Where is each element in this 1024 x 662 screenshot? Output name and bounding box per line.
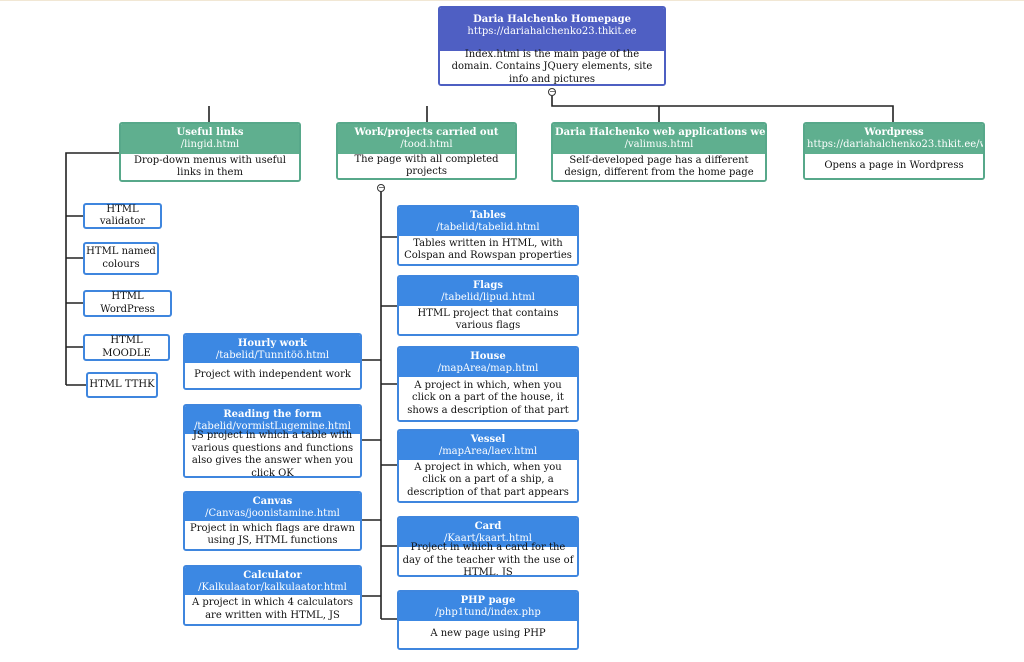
collapse-icon[interactable]: − [377,183,385,192]
collapse-icon[interactable]: − [548,87,556,96]
branch-description: Self-developed page has a different desi… [553,154,765,180]
project-url: /Canvas/joonistamine.html [205,508,340,519]
project-description: Project in which a card for the day of t… [399,542,577,575]
project-url: /tabelid/lipud.html [441,292,535,303]
project-header: Calculator /Kalkulaator/kalkulaator.html [185,567,360,595]
project-title: Canvas [252,496,293,507]
branch-description: The page with all completed projects [338,154,515,178]
project-url: /tabelid/tabelid.html [436,222,540,233]
project-header: PHP page /php1tund/index.php [399,592,577,621]
branch-url: /valimus.html [624,139,694,150]
project-description: JS project in which a table with various… [185,430,360,476]
project-calculator[interactable]: Calculator /Kalkulaator/kalkulaator.html… [183,565,362,626]
root-header: Daria Halchenko Homepage https://dariaha… [440,8,664,51]
project-title: Calculator [243,570,302,581]
branch-header: Useful links /lingid.html [121,124,299,154]
branch-header: Wordpress https://dariahalchenko23.thkit… [805,124,983,154]
branch-web-applications[interactable]: Daria Halchenko web applications website… [551,122,767,182]
project-description: HTML project that contains various flags [399,306,577,334]
project-description: Project with independent work [185,363,360,388]
project-flags[interactable]: Flags /tabelid/lipud.html HTML project t… [397,275,579,336]
branch-title: Work/projects carried out [354,127,499,138]
root-url: https://dariahalchenko23.thkit.ee [467,26,637,37]
branch-title: Useful links [176,127,244,138]
root-node[interactable]: Daria Halchenko Homepage https://dariaha… [438,6,666,86]
project-card[interactable]: Card /Kaart/kaart.html Project in which … [397,516,579,577]
project-house[interactable]: House /mapArea/map.html A project in whi… [397,346,579,422]
project-description: A project in which, when you click on a … [399,377,577,420]
project-title: Tables [470,210,506,221]
link-leaf[interactable]: HTML TTHK [86,372,158,398]
branch-title: Wordpress [864,127,924,138]
project-title: Card [474,521,502,532]
project-header: Vessel /mapArea/laev.html [399,431,577,460]
project-header: Tables /tabelid/tabelid.html [399,207,577,236]
top-divider [0,0,1024,1]
project-description: A project in which, when you click on a … [399,460,577,501]
branch-url: https://dariahalchenko23.thkit.ee/wp/ [807,139,985,150]
project-title: House [470,351,506,362]
project-canvas[interactable]: Canvas /Canvas/joonistamine.html Project… [183,491,362,551]
project-url: /tabelid/vormistLugemine.html [194,421,351,432]
project-url: /mapArea/map.html [437,363,539,374]
project-tables[interactable]: Tables /tabelid/tabelid.html Tables writ… [397,205,579,266]
project-url: /tabelid/Tunnitöö.html [215,350,330,361]
link-leaf[interactable]: HTML named colours [83,242,159,275]
project-url: /Kalkulaator/kalkulaator.html [198,582,347,593]
project-header: House /mapArea/map.html [399,348,577,377]
project-title: Vessel [470,434,506,445]
root-description: Index.html is the main page of the domai… [440,49,664,84]
project-title: PHP page [460,595,516,606]
project-description: Tables written in HTML, with Colspan and… [399,236,577,264]
branch-description: Opens a page in Wordpress [805,154,983,178]
project-title: Flags [473,280,503,291]
project-header: Flags /tabelid/lipud.html [399,277,577,306]
branch-header: Work/projects carried out /tood.html [338,124,515,154]
project-header: Canvas /Canvas/joonistamine.html [185,493,360,521]
link-leaf[interactable]: HTML MOODLE [83,334,170,361]
root-title: Daria Halchenko Homepage [473,14,631,25]
branch-description: Drop-down menus with useful links in the… [121,154,299,180]
branch-wordpress[interactable]: Wordpress https://dariahalchenko23.thkit… [803,122,985,180]
project-description: Project in which flags are drawn using J… [185,521,360,549]
project-title: Hourly work [237,338,308,349]
branch-title: Daria Halchenko web applications website [555,127,766,138]
project-header: Card /Kaart/kaart.html [399,518,577,547]
project-description: A new page using PHP [399,621,577,648]
project-url: /php1tund/index.php [435,607,541,618]
project-url: /mapArea/laev.html [438,446,538,457]
project-hourly-work[interactable]: Hourly work /tabelid/Tunnitöö.html Proje… [183,333,362,390]
branch-useful-links[interactable]: Useful links /lingid.html Drop-down menu… [119,122,301,182]
link-leaf[interactable]: HTML validator [83,203,162,229]
project-reading-form[interactable]: Reading the form /tabelid/vormistLugemin… [183,404,362,478]
branch-work-projects[interactable]: Work/projects carried out /tood.html The… [336,122,517,180]
project-description: A project in which 4 calculators are wri… [185,595,360,624]
project-header: Hourly work /tabelid/Tunnitöö.html [185,335,360,363]
link-leaf[interactable]: HTML WordPress [83,290,172,317]
project-header: Reading the form /tabelid/vormistLugemin… [185,406,360,434]
project-vessel[interactable]: Vessel /mapArea/laev.html A project in w… [397,429,579,503]
project-title: Reading the form [223,409,322,420]
branch-url: /tood.html [400,139,453,150]
project-url: /Kaart/kaart.html [443,533,533,544]
project-php-page[interactable]: PHP page /php1tund/index.php A new page … [397,590,579,650]
branch-url: /lingid.html [180,139,240,150]
branch-header: Daria Halchenko web applications website… [553,124,765,154]
